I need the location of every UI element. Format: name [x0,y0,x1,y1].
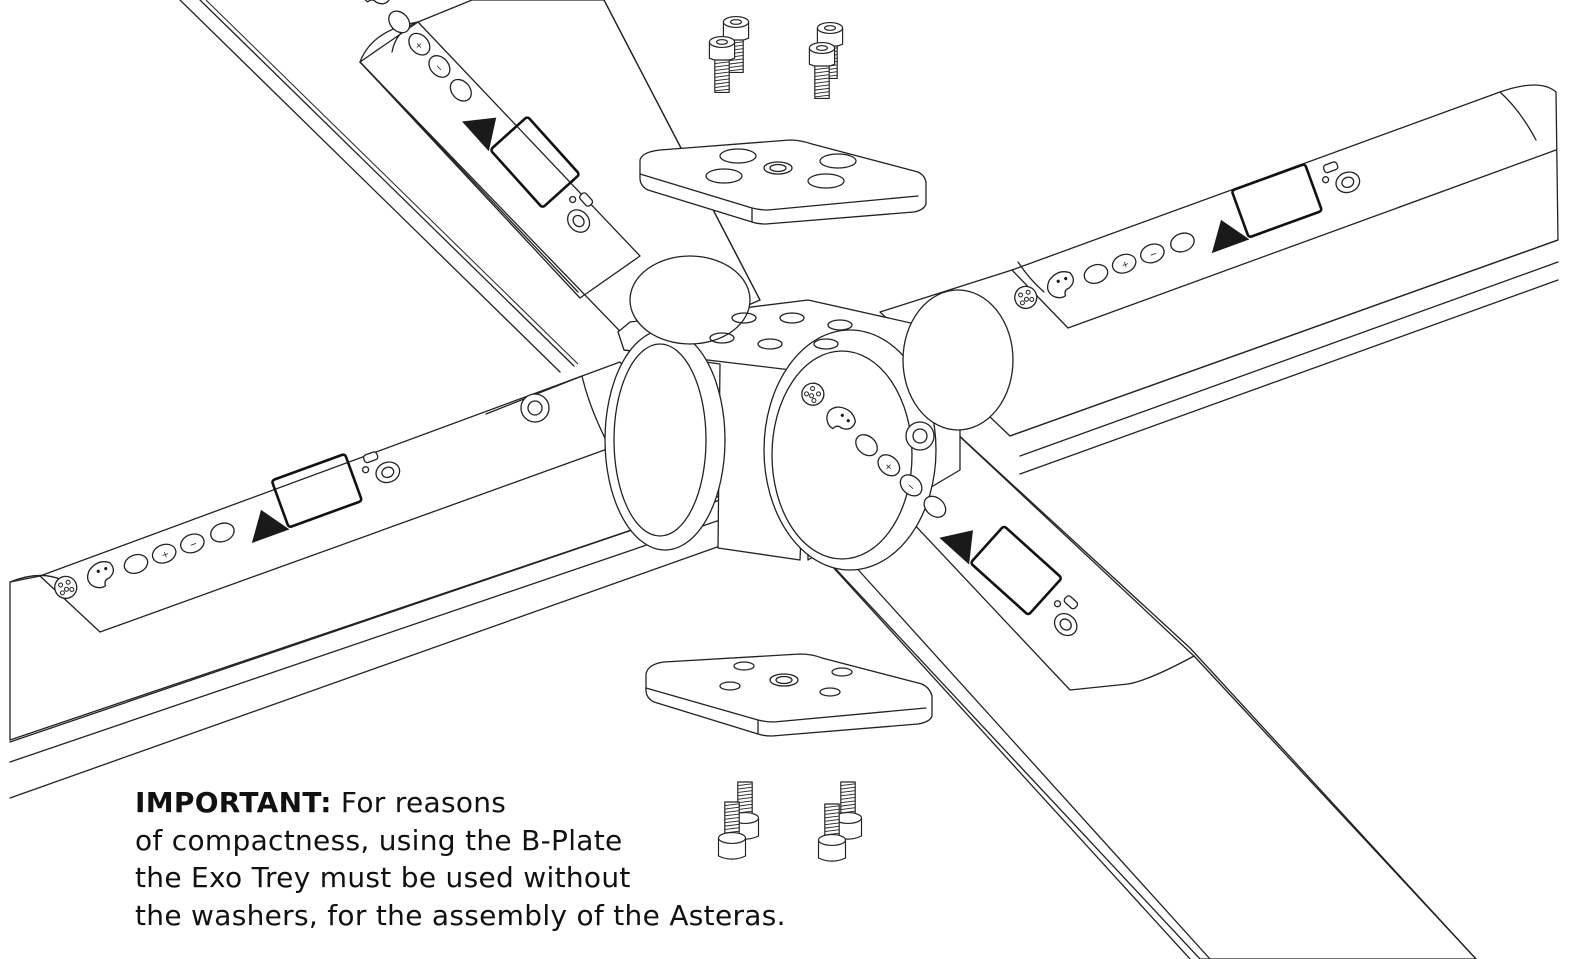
palette-icon [1046,271,1075,299]
svg-text:+: + [160,549,171,561]
svg-text:−: − [189,539,200,551]
bottom-plate [645,653,933,737]
screw-icon [717,801,747,860]
important-label: IMPORTANT: [135,786,332,819]
tube-button-left [520,393,550,423]
dmx-connector-icon [54,575,78,600]
screws-top [708,16,844,99]
dmx-connector-icon [1014,285,1038,310]
panel-button-icon [855,434,878,457]
panel-button-icon: − [180,533,205,554]
power-icon [566,209,591,233]
palette-icon [362,0,392,5]
panel-button-icon: + [1111,253,1137,274]
usb-port-icon [1053,595,1079,610]
panel-button-icon [210,522,235,543]
control-panel-upper-right: −+ [1014,161,1361,310]
usb-port-icon [1321,161,1339,184]
panel-button-icon [1170,232,1195,253]
note-line-3: the Exo Trey must be used without [135,861,631,894]
screw-icon [817,803,847,862]
panel-button-icon: − [899,474,923,497]
panel-button-icon [123,553,149,575]
panel-button-icon [1083,263,1109,285]
note-line-2: of compactness, using the B-Plate [135,823,623,857]
panel-button-icon [449,78,472,102]
panel-button-icon: − [1140,243,1165,264]
palette-icon [86,561,115,589]
screw-icon [708,36,736,93]
panel-button-icon: − [428,55,451,78]
dmx-connector-icon [801,382,825,406]
top-plate [639,139,927,225]
palette-icon [826,406,857,430]
note-line-4: the washers, for the assembly of the Ast… [135,898,786,932]
power-icon [1335,171,1361,194]
power-icon [1053,612,1078,637]
panel-button-icon: + [151,543,177,564]
tube-button-right [905,421,935,451]
note-line-1: For reasons [340,786,507,819]
panel-button-icon [388,10,411,34]
panel-button-icon [923,495,947,518]
rod-top-left [179,0,579,373]
control-panel-upper-left: −+ [362,0,594,233]
svg-text:+: + [1120,259,1131,271]
usb-port-icon [361,451,379,474]
screws-bottom [717,781,863,862]
control-panel-left: −+ [54,451,401,600]
panel-button-icon: + [408,32,431,56]
control-panel-lower-right: −+ [801,382,1079,637]
panel-button-icon: + [877,454,901,477]
important-note: IMPORTANT: For reasons of compactness, u… [135,784,835,934]
screw-icon [808,42,836,99]
svg-text:−: − [1149,249,1160,261]
power-icon [375,461,401,484]
usb-port-icon [568,192,594,207]
